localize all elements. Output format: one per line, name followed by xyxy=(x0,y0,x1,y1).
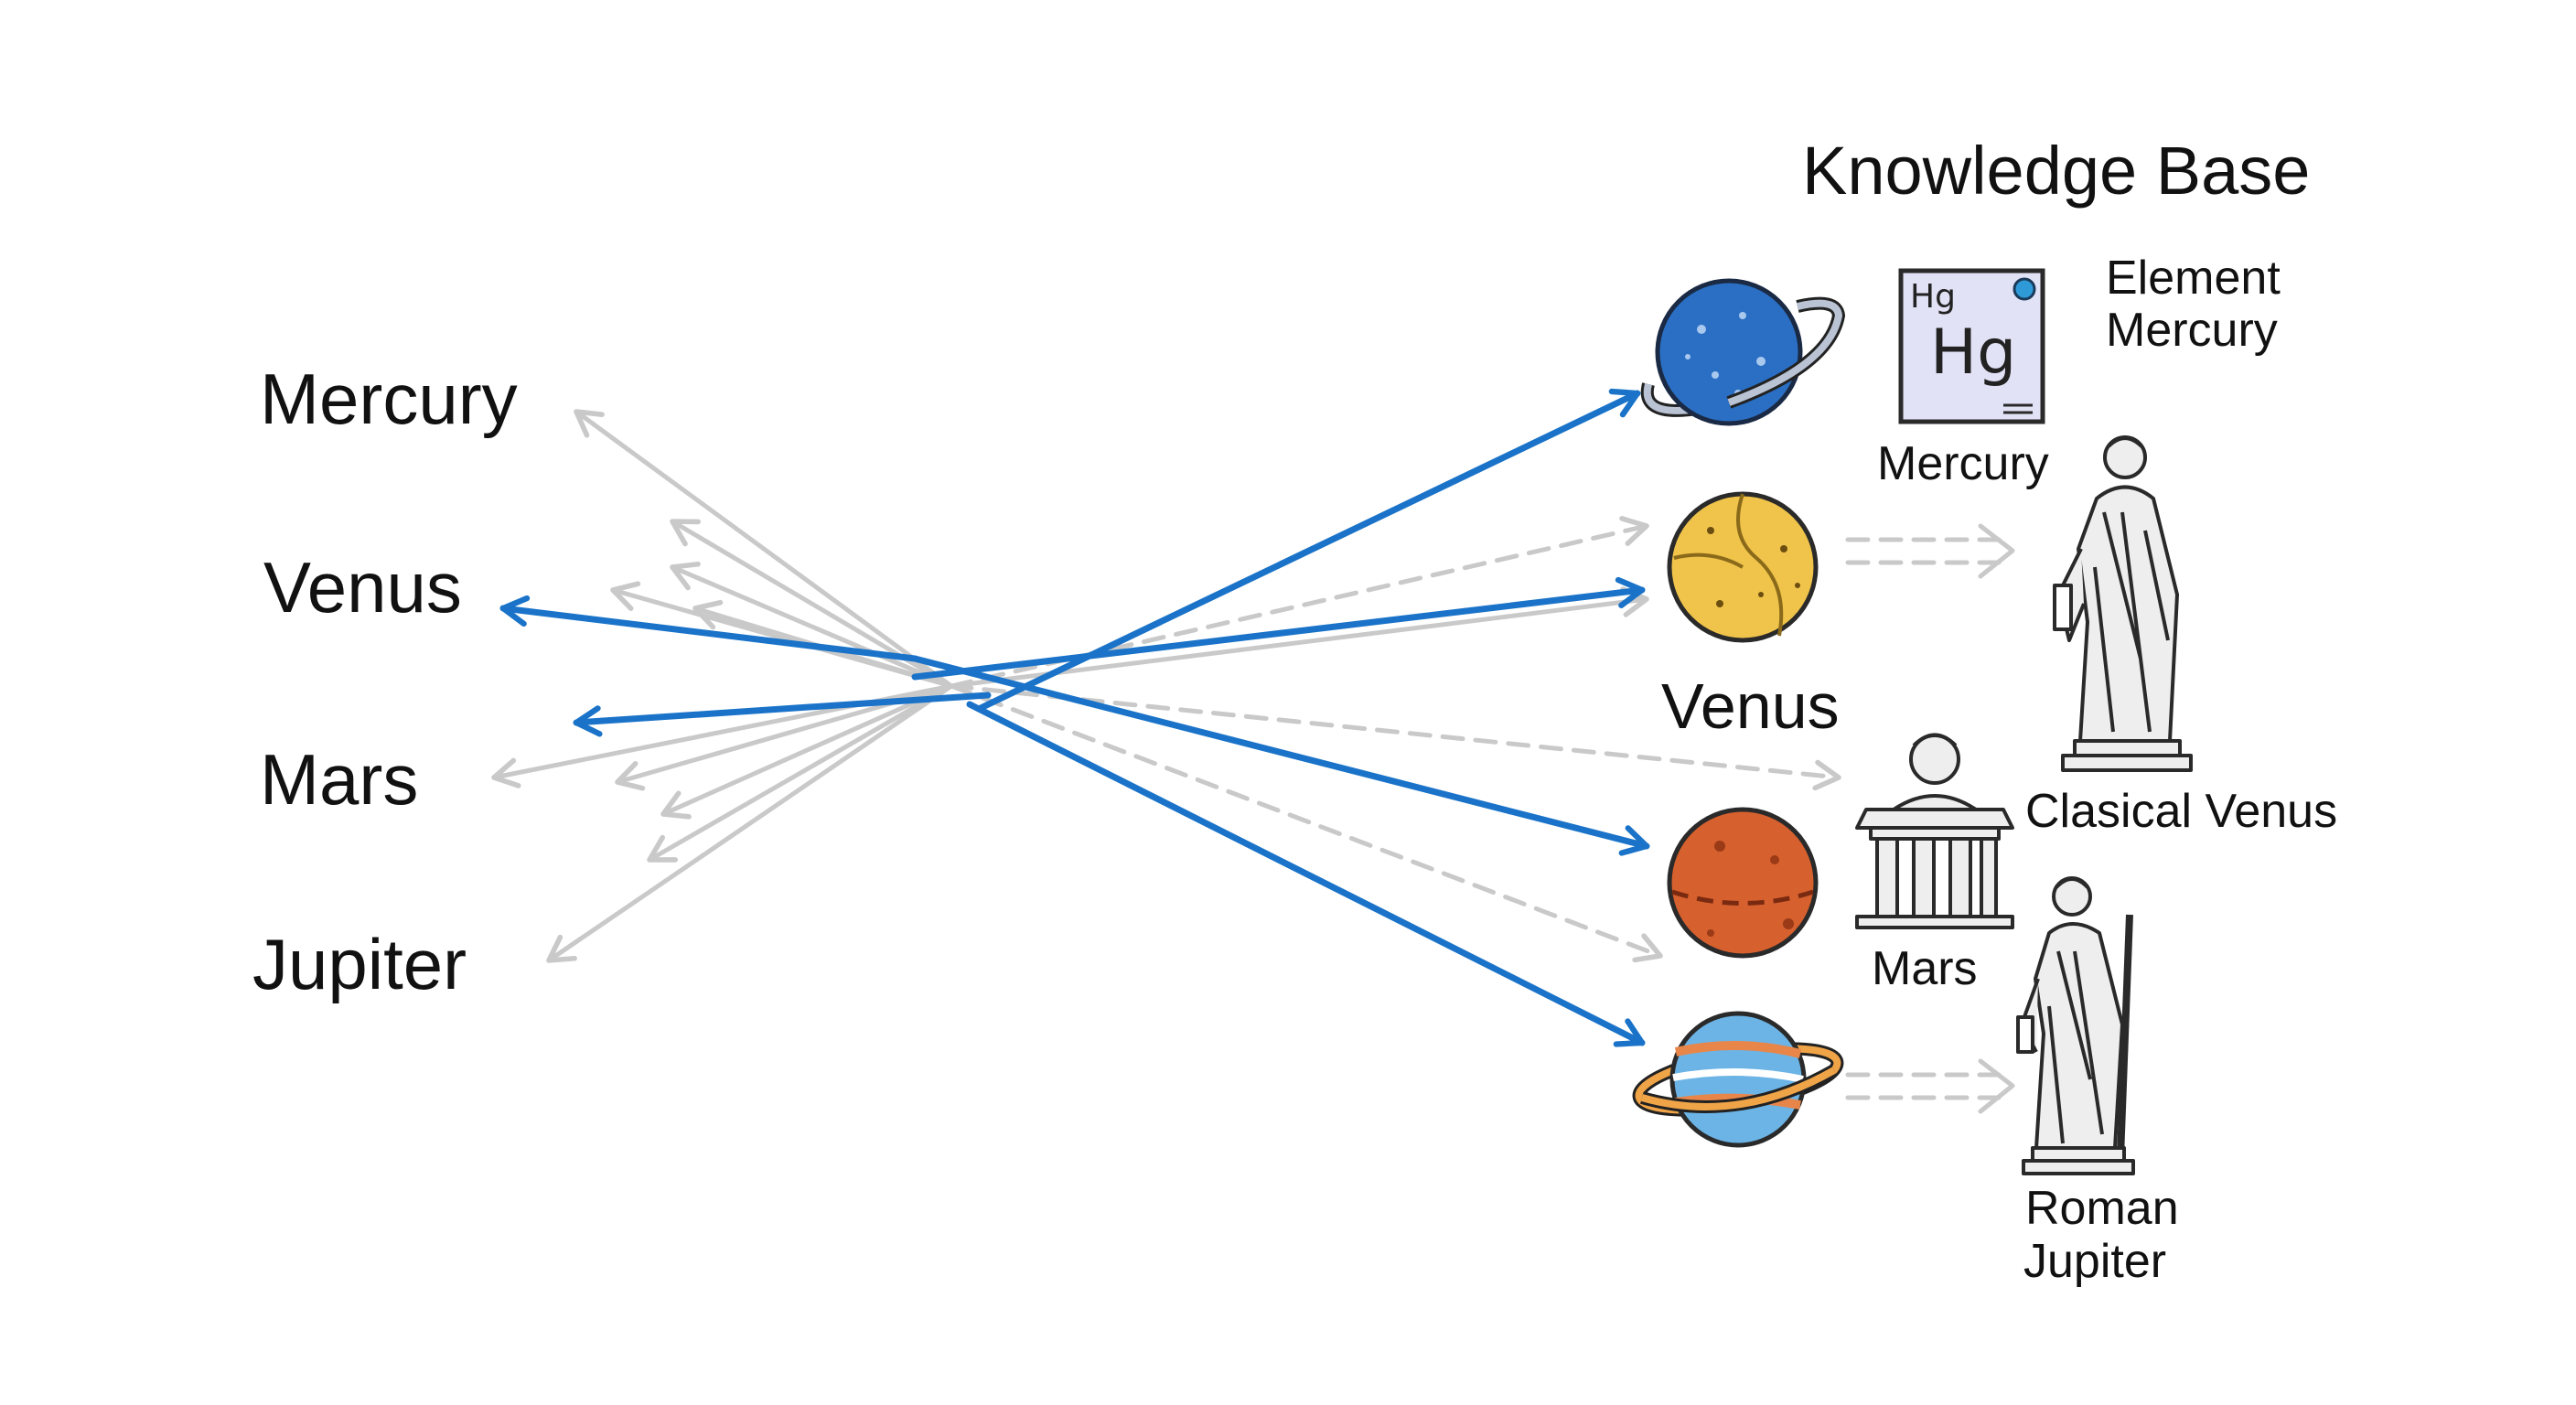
dashed-arrow-head xyxy=(1978,523,2015,579)
mars-bust-on-columns-icon xyxy=(1855,733,2014,929)
classical-venus-label: Clasical Venus xyxy=(2025,785,2338,838)
element-label-line1: Element xyxy=(2106,252,2281,305)
faded-arrow xyxy=(670,561,954,689)
element-caption-mercury: Mercury xyxy=(1877,437,2049,490)
dashed-arrow xyxy=(949,683,1841,791)
faded-arrow xyxy=(670,519,954,689)
active-arrow-to-planet-3 xyxy=(911,655,1650,856)
faded-arrows xyxy=(491,409,1649,963)
dashed-arrow-head xyxy=(1978,1058,2015,1114)
query-label-mercury: Mercury xyxy=(260,359,518,439)
blue-ringed-planet-icon xyxy=(1640,278,1846,426)
roman-jupiter-label-line1: Roman xyxy=(2025,1182,2179,1235)
striped-ringed-jupiter-icon xyxy=(1632,1011,1844,1148)
red-mars-planet-icon xyxy=(1667,807,1819,959)
query-label-jupiter: Jupiter xyxy=(252,924,467,1004)
roman-jupiter-label-line2: Jupiter xyxy=(2023,1235,2167,1288)
faded-arrow xyxy=(660,683,954,820)
faded-arrow xyxy=(647,683,954,863)
element-label-line2: Mercury xyxy=(2106,304,2278,357)
active-arrow-to-planet-2 xyxy=(911,576,1646,681)
planet-label-venus: Venus xyxy=(1661,670,1840,742)
faded-arrow xyxy=(546,683,954,963)
hg-symbol-small: Hg xyxy=(1910,278,1956,316)
faded-arrow xyxy=(574,409,954,689)
knowledge-base-title: Knowledge Base xyxy=(1802,133,2311,209)
roman-jupiter-statue-icon xyxy=(2016,876,2135,1175)
query-label-venus: Venus xyxy=(263,547,462,627)
active-arrows xyxy=(499,388,1650,1047)
active-arrow-from-venus-query xyxy=(499,595,918,662)
classical-venus-statue-icon xyxy=(2053,435,2193,772)
mars-bust-label: Mars xyxy=(1872,942,1978,995)
dashed-arrow xyxy=(949,683,1663,963)
hg-symbol-large: Hg xyxy=(1930,316,2016,389)
faded-arrow xyxy=(949,586,1649,689)
periodic-table-hg-tile-icon: Hg Hg xyxy=(1898,268,2045,424)
yellow-venus-planet-icon xyxy=(1667,491,1819,643)
query-label-mars: Mars xyxy=(260,739,419,820)
dashed-arrow-heads xyxy=(1978,523,2015,1114)
active-arrow-to-planet-4 xyxy=(966,701,1646,1047)
active-arrow-to-venus-query xyxy=(573,692,992,737)
